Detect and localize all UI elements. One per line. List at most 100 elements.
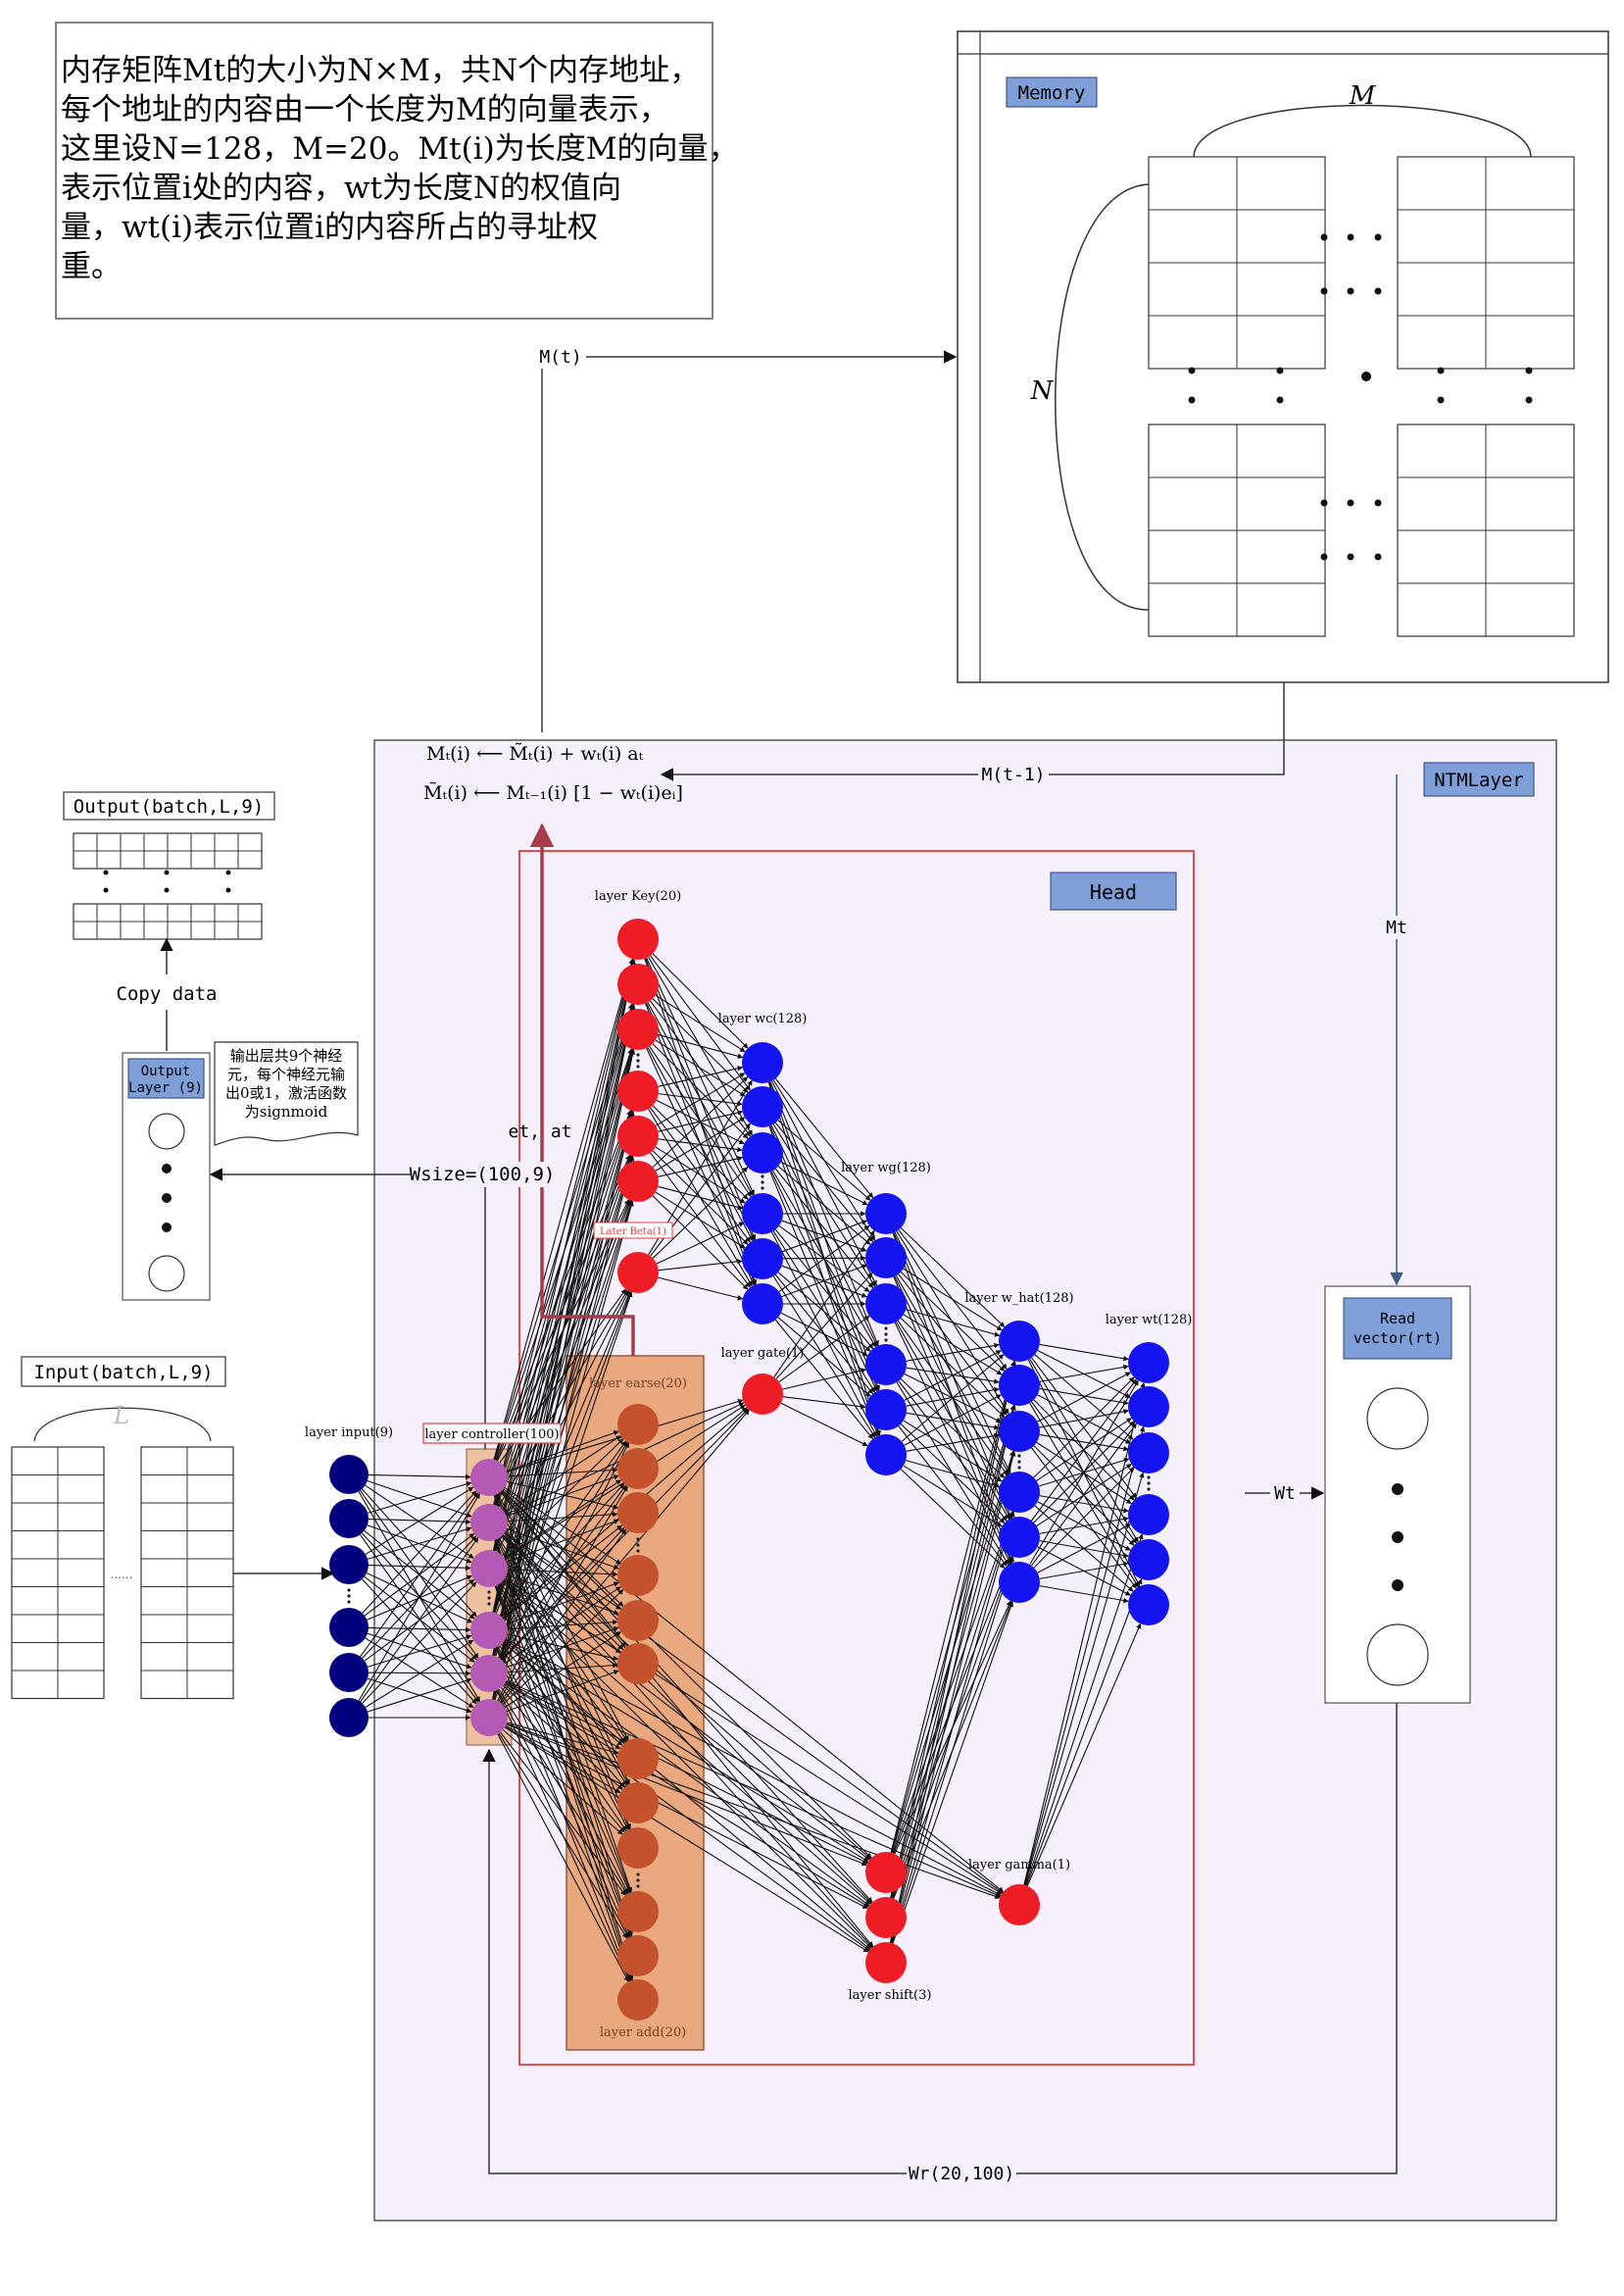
network-edge	[1026, 1622, 1142, 1886]
read-vector-label-2: vector(rt)	[1353, 1329, 1442, 1347]
network-edge	[493, 1110, 634, 1613]
erase-formula: M̃ₜ(i) ⟵ Mₜ₋₁(i) [1 − wₜ(i)eᵢ]	[423, 782, 683, 804]
layer-add-label: layer add(20)	[600, 2025, 686, 2040]
layer-ctrl-node	[470, 1550, 508, 1587]
network-edge	[507, 1722, 619, 1755]
layer-add-node	[617, 1827, 659, 1869]
ellipsis-dot	[1276, 367, 1284, 374]
ellipsis-dot	[884, 1326, 888, 1330]
memory-tag	[1006, 76, 1098, 108]
layer-what-label: layer w_hat(128)	[964, 1291, 1073, 1306]
network-edge	[1039, 1433, 1129, 1452]
output-layer-label-2: Layer (9)	[128, 1080, 203, 1096]
ellipsis-dot	[1361, 372, 1371, 381]
layer-wg-node	[865, 1193, 907, 1234]
network-edge	[506, 1527, 619, 1570]
network-edge	[777, 1166, 871, 1245]
layer-wg-node	[865, 1283, 907, 1324]
network-edge	[773, 1229, 875, 1377]
layer-input-node	[329, 1608, 369, 1647]
input-dots: ......	[111, 1568, 133, 1581]
network-edge	[502, 1589, 624, 1706]
output-note	[214, 1041, 359, 1146]
description-line: 量，wt(i)表示位置i的内容所占的寻址权	[61, 210, 598, 245]
network-edge	[1039, 1387, 1129, 1406]
layer-wc-node	[742, 1193, 783, 1234]
network-edge	[782, 1396, 866, 1410]
network-edge	[1023, 1425, 1146, 1885]
network-edge	[652, 1167, 749, 1259]
network-edge	[492, 959, 636, 1700]
layer-beta-label: Later Beta(1)	[600, 1226, 666, 1237]
n-brace	[1055, 183, 1150, 611]
layer-key-node	[617, 1161, 659, 1202]
read-vector-label-1: Read	[1380, 1310, 1415, 1327]
network-edge	[658, 1066, 744, 1087]
ellipsis-dot	[1437, 396, 1445, 404]
network-edge	[658, 1276, 744, 1301]
layer-wg-node	[865, 1344, 907, 1385]
ellipsis-dot	[225, 870, 231, 875]
layer-what-node	[999, 1411, 1040, 1452]
layer-add-node	[617, 1891, 659, 1932]
network-edge	[774, 1228, 874, 1350]
network-edge	[901, 1354, 1005, 1442]
ellipsis-dot	[164, 870, 170, 875]
ellipsis-dot	[636, 1543, 640, 1547]
read-vector-box: Read vector(rt)	[1324, 1285, 1471, 1704]
layer-input-node	[329, 1653, 369, 1692]
mt-down-label: Mt	[1386, 918, 1407, 938]
network-edge	[891, 1556, 1014, 1944]
description-line: 每个地址的内容由一个长度为M的向量表示，	[61, 92, 669, 127]
network-edge	[493, 958, 635, 1505]
layer-wc-node	[742, 1086, 783, 1127]
head-title: Head	[1090, 880, 1137, 904]
ellipsis-dot	[347, 1588, 351, 1592]
mt-label: M(t)	[539, 347, 581, 368]
layer-gamma-node	[999, 1884, 1040, 1925]
network-edge	[497, 1646, 629, 1894]
ellipsis-dot	[636, 1884, 640, 1888]
network-edge	[900, 1469, 1006, 1569]
network-edge	[358, 1492, 480, 1702]
network-edge	[505, 1638, 1002, 1896]
ellipsis-dot	[347, 1594, 351, 1598]
network-edge	[495, 1290, 631, 1614]
network-edge	[498, 1289, 628, 1507]
network-edge	[890, 1360, 1016, 1853]
network-edge	[505, 1681, 621, 1750]
description-line: 这里设N=128，M=20。Mt(i)为长度M的向量，	[61, 131, 738, 167]
memory-grids	[1148, 156, 1575, 637]
write-formula: Mₜ(i) ⟵ M̃ₜ(i) + wₜ(i) aₜ	[426, 743, 644, 765]
layer-erase-node	[617, 1492, 659, 1533]
ellipsis-dot	[1374, 553, 1382, 561]
network-edge	[892, 1601, 1014, 1944]
network-edge	[504, 1435, 621, 1514]
ellipsis-dot	[162, 1223, 172, 1232]
network-edge	[652, 1105, 749, 1200]
ellipsis-dot	[487, 1590, 491, 1594]
network-edge	[778, 1224, 870, 1293]
network-edge	[900, 1378, 1006, 1478]
layer-add-node	[617, 1935, 659, 1976]
layer-wt-node	[1128, 1342, 1169, 1383]
network-edge	[498, 1688, 628, 1895]
network-edge	[1039, 1585, 1129, 1604]
ellipsis-dot	[636, 1053, 640, 1057]
ellipsis-dot	[1320, 553, 1328, 561]
network-edges	[358, 953, 1146, 1982]
ellipsis-dot	[1374, 287, 1382, 295]
network-edge	[506, 1430, 619, 1472]
network-edge	[505, 1681, 868, 1865]
network-edge	[906, 1309, 1001, 1337]
network-edge	[891, 1511, 1014, 1899]
head-tag	[1050, 872, 1177, 911]
ellipsis-dot	[1374, 499, 1382, 507]
layer-ctrl-node	[470, 1699, 508, 1736]
wr-label: Wr(20,100)	[909, 2164, 1014, 2184]
network-edge	[498, 1583, 628, 1786]
network-edge	[906, 1342, 1000, 1362]
network-edge	[658, 1185, 744, 1211]
network-edge	[497, 1584, 629, 1830]
network-edge	[497, 1493, 629, 1741]
